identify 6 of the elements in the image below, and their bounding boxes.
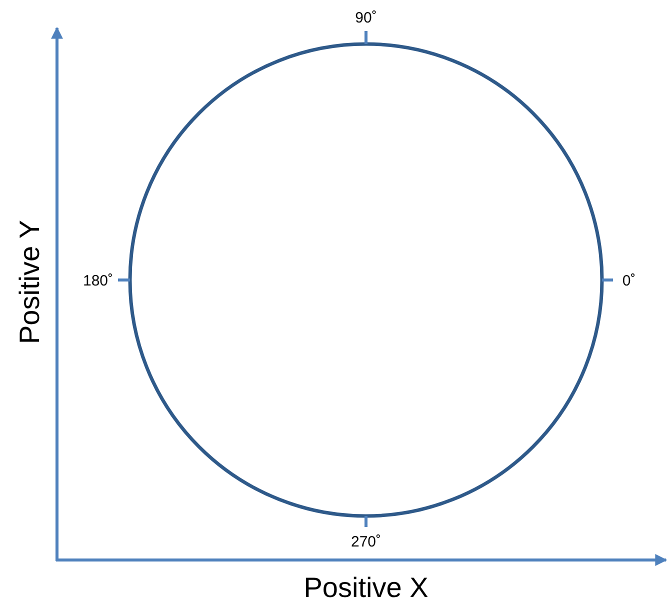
angle-label: 90˚	[355, 10, 377, 26]
angle-label: 270˚	[350, 534, 382, 550]
angle-label: 0˚	[622, 272, 636, 290]
angle-label: 180˚	[82, 272, 114, 290]
axis-label: Positive X	[304, 572, 428, 604]
axis-label: Positive Y	[14, 220, 46, 344]
